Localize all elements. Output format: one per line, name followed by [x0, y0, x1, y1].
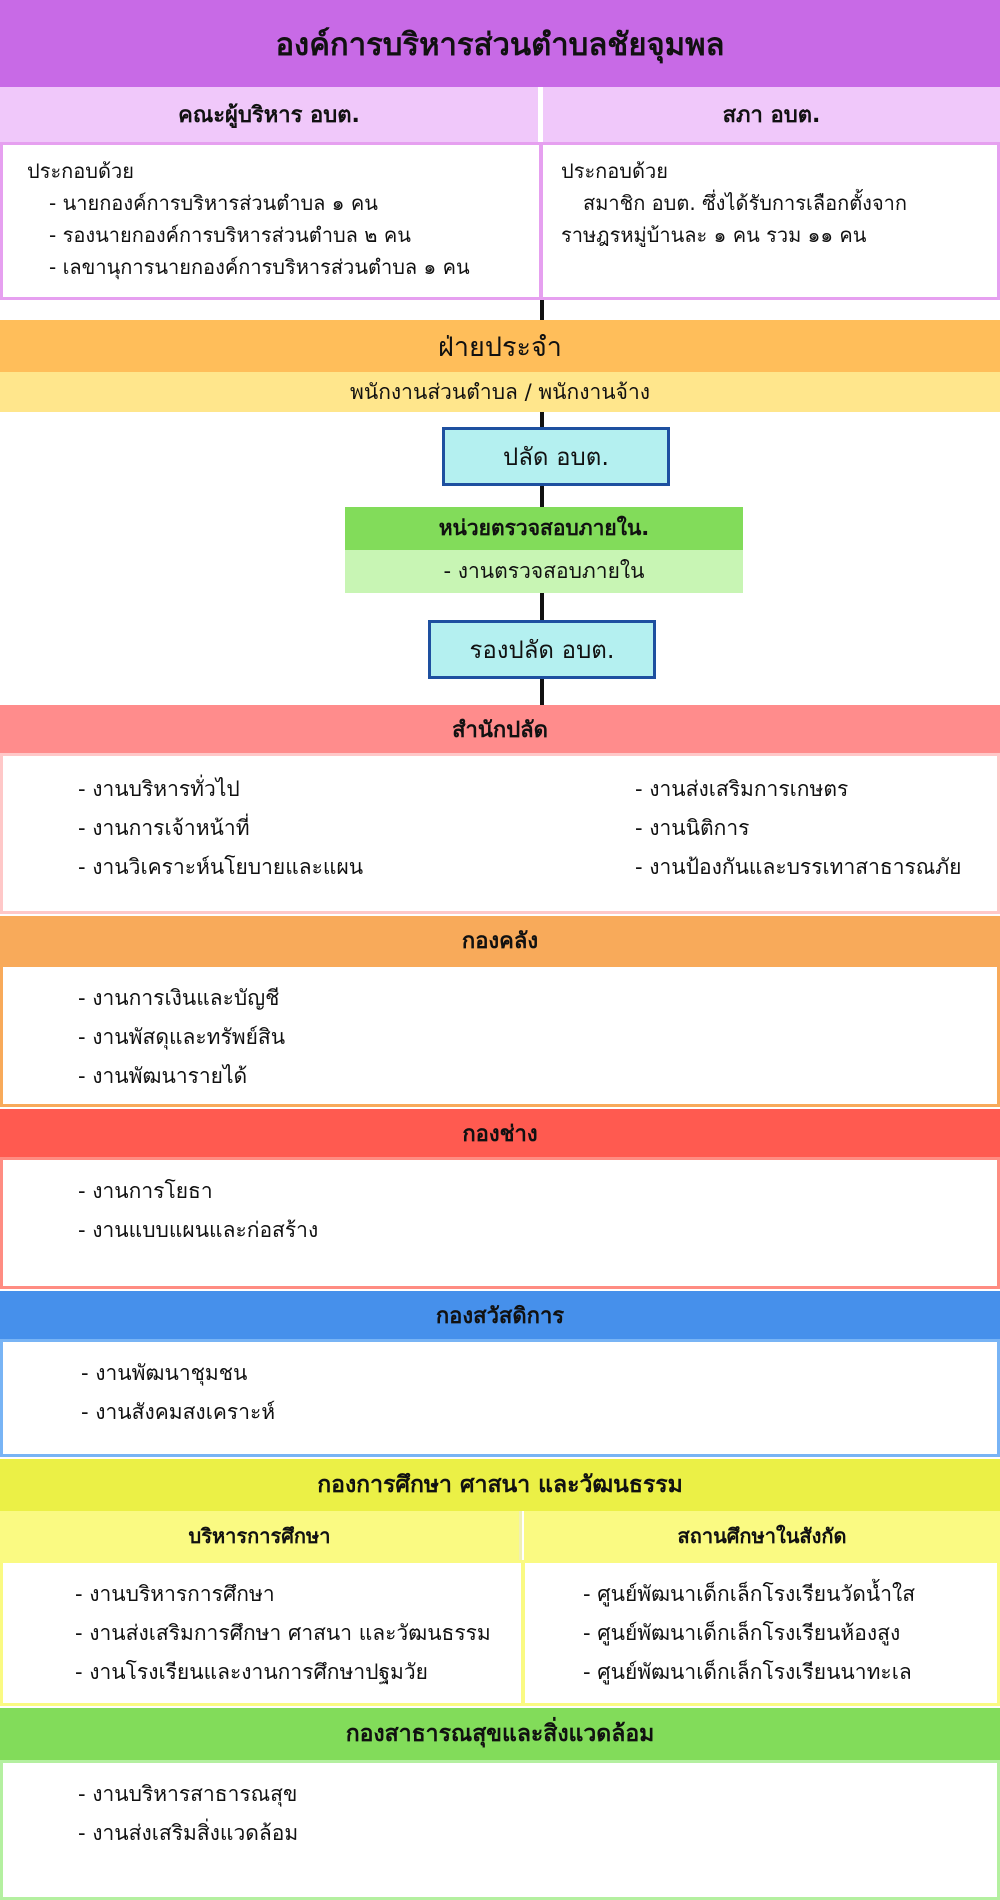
list-item: - งานการเงินและบัญชี — [78, 986, 280, 1010]
council-box: ประกอบด้วย สมาชิก อบต. ซึ่งได้รับการเลือ… — [540, 142, 1000, 300]
staff-subheading: พนักงานส่วนตำบล / พนักงานจ้าง — [0, 372, 1000, 412]
list-item: - ศูนย์พัฒนาเด็กเล็กโรงเรียนห้องสูง — [583, 1621, 901, 1645]
list-item: - ศูนย์พัฒนาเด็กเล็กโรงเรียนวัดน้ำใส — [583, 1582, 916, 1606]
health-box: - งานบริหารสาธารณสุข - งานส่งเสริมสิ่งแว… — [0, 1760, 1000, 1900]
education-schools-box: - ศูนย์พัฒนาเด็กเล็กโรงเรียนวัดน้ำใส - ศ… — [522, 1560, 1000, 1706]
council-heading: สภา อบต. — [543, 87, 1000, 142]
list-item: - งานส่งเสริมสิ่งแวดล้อม — [78, 1821, 299, 1845]
list-item: - งานการเจ้าหน้าที่ — [78, 816, 250, 840]
list-item: - งานพัฒนาชุมชน — [81, 1361, 248, 1385]
list-item: - งานป้องกันและบรรเทาสาธารณภัย — [635, 855, 962, 879]
health-heading: กองสาธารณสุขและสิ่งแวดล้อม — [0, 1708, 1000, 1760]
engineering-heading: กองช่าง — [0, 1109, 1000, 1157]
finance-heading: กองคลัง — [0, 916, 1000, 964]
list-item: - งานการโยธา — [78, 1179, 213, 1203]
list-item: - นายกองค์การบริหารส่วนตำบล ๑ คน — [49, 191, 378, 215]
office-palad-heading: สำนักปลัด — [0, 705, 1000, 753]
office-palad-right-list: - งานส่งเสริมการเกษตร - งานนิติการ - งาน… — [635, 770, 961, 887]
connector-line — [540, 410, 544, 430]
list-item: - รองนายกองค์การบริหารส่วนตำบล ๒ คน — [49, 223, 411, 247]
education-schools-heading: สถานศึกษาในสังกัด — [524, 1511, 1000, 1560]
list-item: - งานสังคมสงเคราะห์ — [81, 1400, 276, 1424]
connector-line — [540, 677, 544, 705]
education-schools-list: - ศูนย์พัฒนาเด็กเล็กโรงเรียนวัดน้ำใส - ศ… — [583, 1575, 915, 1692]
education-admin-box: - งานบริหารการศึกษา - งานส่งเสริมการศึกษ… — [0, 1560, 524, 1706]
page-title: องค์การบริหารส่วนตำบลชัยจุมพล — [0, 0, 1000, 87]
list-item: - งานบริหารสาธารณสุข — [78, 1782, 298, 1806]
education-admin-heading: บริหารการศึกษา — [0, 1511, 522, 1560]
list-item: - ศูนย์พัฒนาเด็กเล็กโรงเรียนนาทะเล — [583, 1660, 912, 1684]
list-item: - งานแบบแผนและก่อสร้าง — [78, 1218, 319, 1242]
list-item: - งานพัฒนารายได้ — [78, 1064, 248, 1088]
list-item: - เลขานุการนายกองค์การบริหารส่วนตำบล ๑ ค… — [49, 255, 470, 279]
finance-list: - งานการเงินและบัญชี - งานพัสดุและทรัพย์… — [78, 979, 285, 1096]
welfare-list: - งานพัฒนาชุมชน - งานสังคมสงเคราะห์ — [81, 1354, 275, 1432]
list-item: - งานโรงเรียนและงานการศึกษาปฐมวัย — [75, 1660, 428, 1684]
list-item: - งานวิเคราะห์นโยบายและแผน — [78, 855, 364, 879]
connector-line — [540, 300, 544, 330]
executives-heading: คณะผู้บริหาร อบต. — [0, 87, 541, 142]
office-palad-box: - งานบริหารทั่วไป - งานการเจ้าหน้าที่ - … — [0, 753, 1000, 914]
list-item: - งานส่งเสริมการศึกษา ศาสนา และวัฒนธรรม — [75, 1621, 491, 1645]
office-palad-left-list: - งานบริหารทั่วไป - งานการเจ้าหน้าที่ - … — [78, 770, 363, 887]
audit-item: - งานตรวจสอบภายใน — [345, 550, 743, 593]
executives-intro: ประกอบด้วย — [27, 159, 134, 183]
list-item: - งานนิติการ — [635, 816, 750, 840]
council-line: สมาชิก อบต. ซึ่งได้รับการเลือกตั้งจาก — [583, 191, 908, 215]
list-item: - งานส่งเสริมการเกษตร — [635, 777, 849, 801]
executives-box: ประกอบด้วย - นายกองค์การบริหารส่วนตำบล ๑… — [0, 142, 542, 300]
council-line: ราษฎรหมู่บ้านละ ๑ คน รวม ๑๑ คน — [561, 223, 867, 247]
list-item: - งานพัสดุและทรัพย์สิน — [78, 1025, 286, 1049]
welfare-box: - งานพัฒนาชุมชน - งานสังคมสงเคราะห์ — [0, 1339, 1000, 1457]
connector-line — [540, 485, 544, 508]
finance-box: - งานการเงินและบัญชี - งานพัสดุและทรัพย์… — [0, 964, 1000, 1107]
welfare-heading: กองสวัสดิการ — [0, 1291, 1000, 1339]
list-item: - งานบริหารการศึกษา — [75, 1582, 275, 1606]
staff-heading: ฝ่ายประจำ — [0, 320, 1000, 372]
health-list: - งานบริหารสาธารณสุข - งานส่งเสริมสิ่งแว… — [78, 1775, 298, 1853]
palad-box: ปลัด อบต. — [442, 427, 670, 486]
connector-line — [540, 592, 544, 622]
deputy-palad-box: รองปลัด อบต. — [428, 620, 656, 679]
engineering-list: - งานการโยธา - งานแบบแผนและก่อสร้าง — [78, 1172, 318, 1250]
education-admin-list: - งานบริหารการศึกษา - งานส่งเสริมการศึกษ… — [75, 1575, 491, 1692]
executives-list: - นายกองค์การบริหารส่วนตำบล ๑ คน - รองนา… — [27, 187, 539, 283]
list-item: - งานบริหารทั่วไป — [78, 777, 240, 801]
engineering-box: - งานการโยธา - งานแบบแผนและก่อสร้าง — [0, 1157, 1000, 1289]
council-intro: ประกอบด้วย — [561, 159, 668, 183]
audit-heading: หน่วยตรวจสอบภายใน. — [345, 507, 743, 550]
education-heading: กองการศึกษา ศาสนา และวัฒนธรรม — [0, 1459, 1000, 1511]
